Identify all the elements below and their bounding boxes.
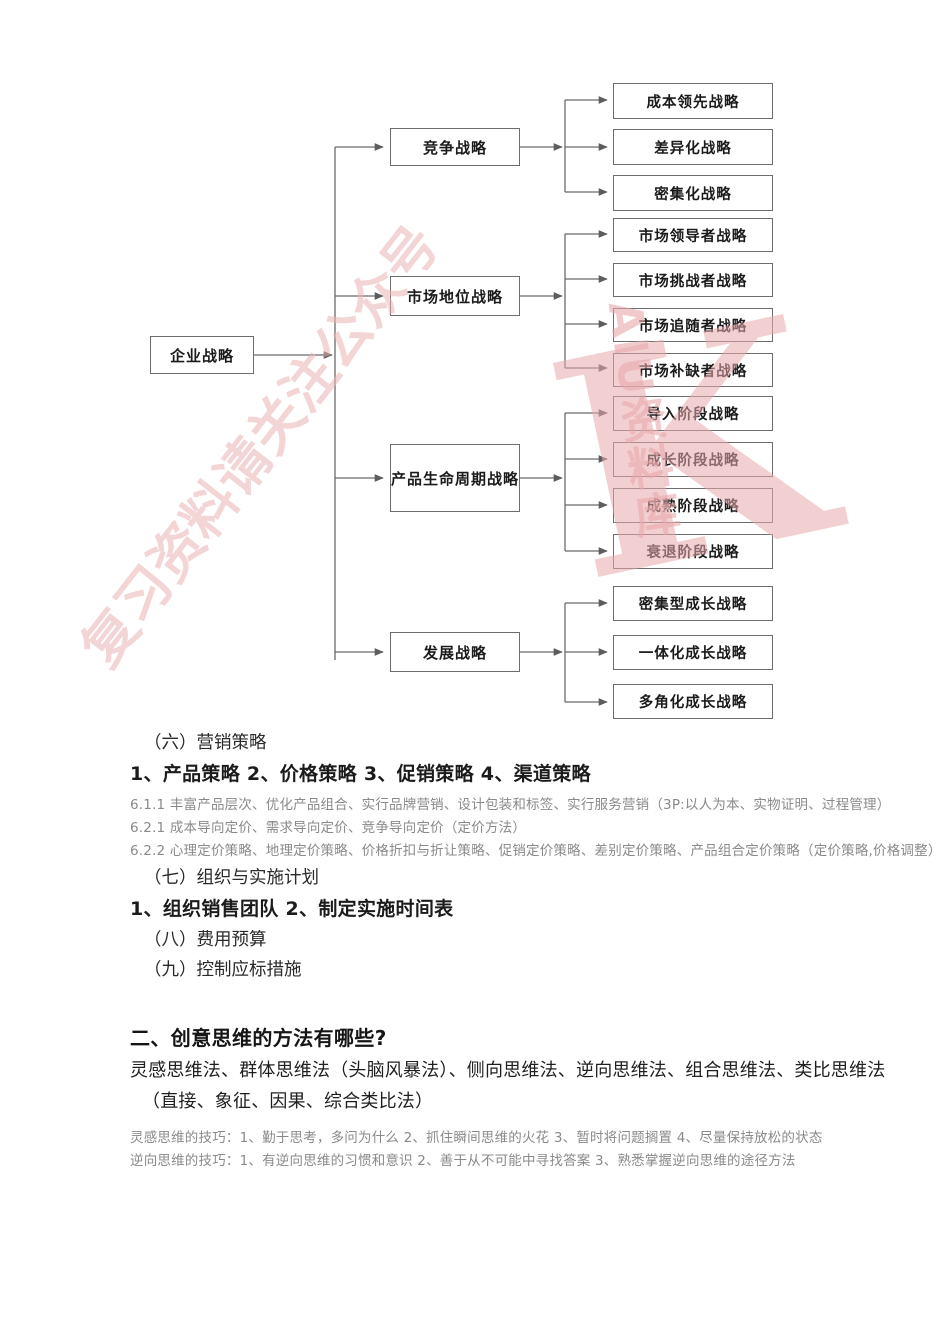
node-leaf-introduction-stage: 导入阶段战略 (613, 396, 773, 431)
heading-question-two: 二、创意思维的方法有哪些? (130, 1026, 387, 1050)
note-reverse-thinking-techniques: 逆向思维的技巧：1、有逆向思维的习惯和意识 2、善于从不可能中寻找答案 3、熟悉… (130, 1153, 796, 1169)
node-leaf-market-leader: 市场领导者战略 (613, 218, 773, 252)
document-body: （六）营销策略 1、产品策略 2、价格策略 3、促销策略 4、渠道策略 6.1.… (130, 728, 942, 1173)
node-branch-development-strategy: 发展战略 (390, 632, 520, 672)
node-leaf-diversified-growth: 多角化成长战略 (613, 684, 773, 719)
heading-section-seven: （七）组织与实施计划 (144, 868, 319, 888)
node-leaf-intensive: 密集化战略 (613, 175, 773, 211)
spacer (130, 1117, 940, 1127)
node-branch-market-position-strategy: 市场地位战略 (390, 276, 520, 316)
note-6-2-2: 6.2.2 心理定价策略、地理定价策略、价格折扣与折让策略、促销定价策略、差别定… (130, 843, 942, 859)
node-leaf-integrated-growth: 一体化成长战略 (613, 635, 773, 670)
list-section-six: 1、产品策略 2、价格策略 3、促销策略 4、渠道策略 (130, 763, 591, 785)
node-leaf-cost-leadership: 成本领先战略 (613, 83, 773, 119)
paragraph-q2-line-1: 灵感思维法、群体思维法（头脑风暴法）、侧向思维法、逆向思维法、组合思维法、类比思… (130, 1060, 886, 1081)
note-6-2-1: 6.2.1 成本导向定价、需求导向定价、竞争导向定价（定价方法） (130, 820, 527, 836)
node-leaf-maturity-stage: 成熟阶段战略 (613, 488, 773, 523)
node-leaf-market-follower: 市场追随者战略 (613, 308, 773, 342)
note-6-1-1: 6.1.1 丰富产品层次、优化产品组合、实行品牌营销、设计包装和标签、实行服务营… (130, 797, 891, 813)
node-branch-product-lifecycle-strategy: 产品生命周期战略 (390, 444, 520, 512)
heading-section-six: （六）营销策略 (144, 733, 267, 753)
diagram-connectors (323, 96, 608, 706)
strategy-tree-diagram: 企业战略 竞争战略 市场地位战略 产品生命周期战略 发展战略 成本领先战略 差异… (150, 83, 773, 719)
node-leaf-market-nicher: 市场补缺者战略 (613, 353, 773, 387)
heading-section-eight: （八）费用预算 (144, 930, 267, 950)
note-inspiration-techniques: 灵感思维的技巧：1、勤于思考，多问为什么 2、抓住瞬间思维的火花 3、暂时将问题… (130, 1130, 823, 1146)
node-leaf-decline-stage: 衰退阶段战略 (613, 534, 773, 569)
paragraph-q2-line-2: （直接、象征、因果、综合类比法） (142, 1091, 434, 1112)
node-branch-competition-strategy: 竞争战略 (390, 128, 520, 166)
node-leaf-growth-stage: 成长阶段战略 (613, 442, 773, 477)
node-leaf-differentiation: 差异化战略 (613, 129, 773, 165)
list-section-seven: 1、组织销售团队 2、制定实施时间表 (130, 898, 454, 920)
heading-section-nine: （九）控制应标措施 (144, 960, 302, 980)
node-leaf-intensive-growth: 密集型成长战略 (613, 586, 773, 621)
node-leaf-market-challenger: 市场挑战者战略 (613, 263, 773, 297)
node-root-enterprise-strategy: 企业战略 (150, 336, 254, 374)
